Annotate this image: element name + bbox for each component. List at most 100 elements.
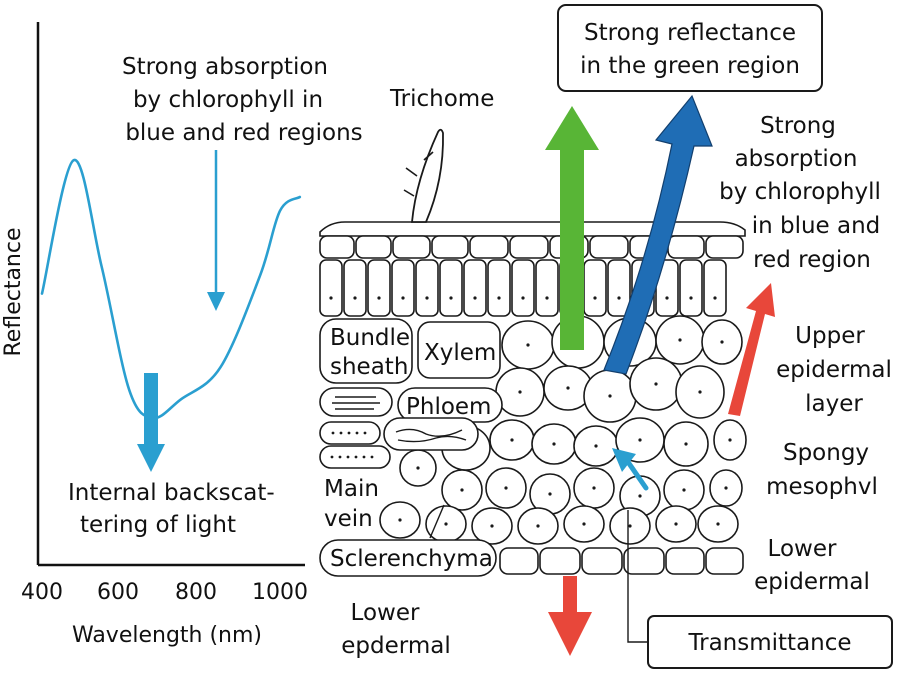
strong-absorption-right-label: Strong absorption by chlorophyll in blue…: [719, 113, 881, 273]
red-upper-arrow: [728, 283, 775, 416]
nucleus-dot: [684, 442, 688, 446]
nucleus-dot: [566, 386, 570, 390]
lower-epidermal-right-line-2: epidermal: [754, 569, 870, 595]
trichome-label: Trichome: [389, 86, 494, 112]
xylem-label: Xylem: [424, 340, 496, 366]
transmittance-label: Transmittance: [687, 630, 851, 656]
epidermis-cell: [355, 235, 392, 259]
lower-epidermis-cell: [539, 547, 581, 575]
absorption-arrow: [207, 150, 225, 311]
absorption-line-2: by chlorophyll in: [133, 87, 323, 113]
palisade-cell: [535, 259, 559, 317]
y-axis-label: Reflectance: [1, 227, 26, 356]
nucleus-dot: [416, 466, 420, 470]
epidermis-cell: [509, 235, 549, 259]
nucleus-dot: [526, 343, 530, 347]
palisade-cell: [439, 259, 463, 317]
nucleus-dot: [377, 296, 381, 300]
sclerenchyma-cell: [319, 539, 497, 577]
fibre-cell-1: [319, 387, 393, 417]
nucleus-dot: [617, 296, 621, 300]
nucleus-dot: [665, 296, 669, 300]
nucleus-dot: [548, 492, 552, 496]
spongy-label: Spongy mesophvl: [766, 440, 878, 500]
lower-epidermis-cell: [499, 547, 539, 575]
palisade-cell: [391, 259, 415, 317]
main-vein-label-1: Main: [324, 476, 379, 502]
leaf-cross-section: Bundle sheath Xylem Phloem: [319, 221, 747, 577]
absorption-right-line-3: by chlorophyll: [719, 179, 881, 205]
tick-label-400: 400: [21, 580, 63, 605]
bundle-sheath-label-2: sheath: [330, 354, 408, 380]
bundle-sheath-cell: [319, 318, 413, 384]
epidermis-cell: [469, 235, 509, 259]
xylem-cell: [417, 321, 501, 379]
absorption-right-line-2: absorption: [735, 146, 858, 172]
nucleus-dot: [682, 488, 686, 492]
main-vein-label-2: vein: [324, 506, 373, 532]
lower-epidermal-right-label: Lower epidermal: [754, 536, 870, 595]
transmittance-leader: [627, 510, 648, 643]
palisade-cell: [703, 259, 727, 317]
palisade-cell: [367, 259, 391, 317]
blue-absorption-arrow: [603, 94, 713, 375]
upper-epidermal-label: Upper epidermal layer: [776, 323, 892, 417]
phloem-label: Phloem: [406, 394, 491, 420]
nucleus-dot: [728, 438, 732, 442]
nucleus-dot: [678, 338, 682, 342]
palisade-cell: [679, 259, 703, 317]
absorption-line-1: Strong absorption: [122, 54, 328, 80]
nucleus-dot: [582, 522, 586, 526]
absorption-right-line-1: Strong: [760, 113, 836, 139]
lower-epdermal-label: Lower epdermal: [341, 600, 450, 659]
nucleus-dot: [473, 296, 477, 300]
spongy-line-2: mesophvl: [766, 474, 878, 500]
nucleus-dot: [674, 522, 678, 526]
lower-epidermal-right-line-1: Lower: [768, 536, 837, 562]
nucleus-dot: [425, 296, 429, 300]
palisade-cell: [319, 259, 343, 317]
palisade-cell: [511, 259, 535, 317]
nucleus-dot: [689, 296, 693, 300]
fibre-cell-2: [319, 421, 381, 445]
green-reflectance-arrow: [545, 106, 599, 350]
fibre-cell-3: [319, 445, 391, 469]
lower-epidermis-cell: [623, 547, 665, 575]
epidermis-cell: [667, 235, 705, 259]
nucleus-dot: [490, 524, 494, 528]
nucleus-dot: [713, 296, 717, 300]
nucleus-dot: [638, 494, 642, 498]
nucleus-dot: [449, 296, 453, 300]
absorption-right-line-4: in blue and: [752, 213, 881, 239]
nucleus-dot: [594, 444, 598, 448]
phloem-sieve-cell: [383, 417, 479, 451]
nucleus-dot: [444, 522, 448, 526]
palisade-cell: [343, 259, 367, 317]
spongy-line-1: Spongy: [783, 440, 869, 466]
nucleus-dot: [518, 390, 522, 394]
epidermis-cell: [705, 235, 744, 259]
reflectance-curve: [40, 158, 302, 420]
nucleus-dot: [401, 296, 405, 300]
nucleus-dot: [460, 488, 464, 492]
palisade-cell: [487, 259, 511, 317]
nucleus-dot: [720, 340, 724, 344]
lower-epdermal-line-1: Lower: [351, 600, 420, 626]
nucleus-dot: [329, 296, 333, 300]
lower-epidermis-cell: [581, 547, 623, 575]
nucleus-dot: [608, 394, 612, 398]
backscatter-line-1: Internal backscat-: [68, 480, 275, 506]
spongy-mesophyll-cells: [379, 315, 747, 545]
absorption-right-line-5: red region: [753, 247, 871, 273]
upper-epidermal-line-1: Upper: [795, 323, 865, 349]
nucleus-dot: [510, 438, 514, 442]
lower-epidermis-cells: [499, 547, 744, 575]
small-scatter-arrow: [612, 448, 649, 491]
tick-label-1000: 1000: [252, 580, 308, 605]
lower-epidermis-cell: [665, 547, 705, 575]
cuticle: [319, 221, 746, 237]
nucleus-dot: [593, 296, 597, 300]
nucleus-dot: [654, 382, 658, 386]
strong-reflectance-box: Strong reflectance in the green region: [557, 4, 823, 92]
